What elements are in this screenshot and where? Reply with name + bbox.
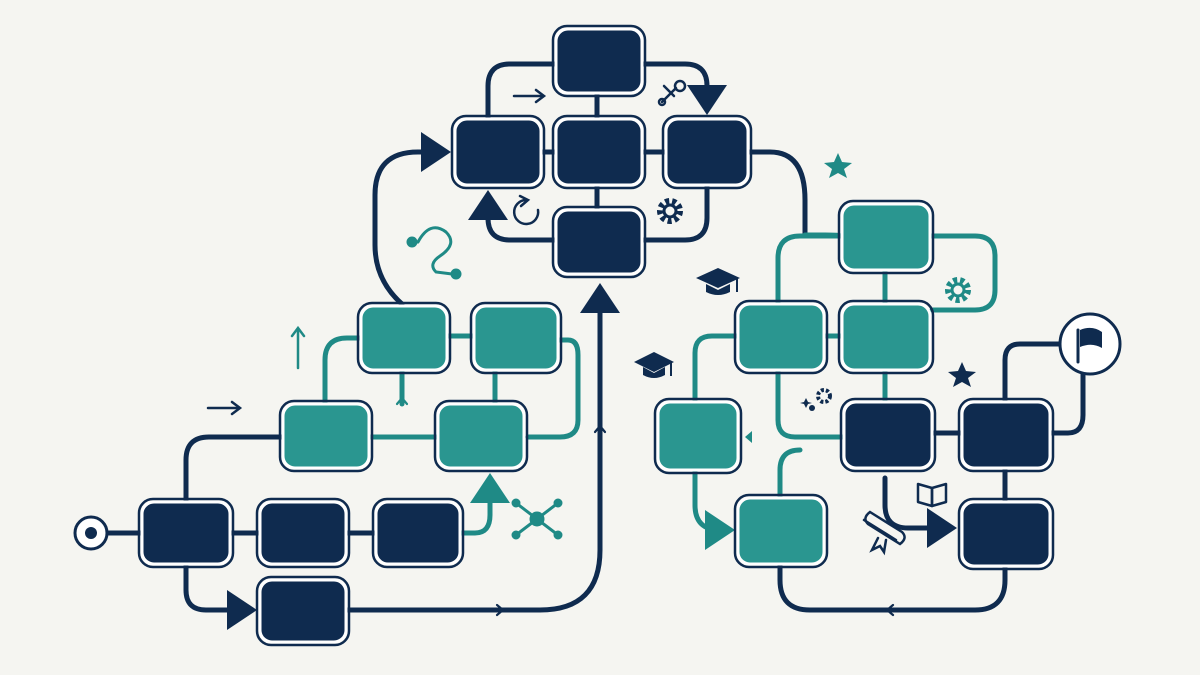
node-n18[interactable] [736,496,826,566]
teal-chevrons [745,431,752,443]
open-book-icon [916,482,948,508]
right-cluster [653,199,935,569]
node-n19[interactable] [842,400,934,470]
hub-cluster [450,24,753,279]
node-n13[interactable] [554,208,644,276]
arrow-right-icon [206,400,243,416]
node-n5[interactable] [281,402,371,470]
sparkle-gears-icon [800,388,832,411]
connector-n12-right [745,149,808,238]
network-hub-icon [511,498,563,540]
left-cluster [278,301,563,473]
node-n2[interactable] [258,500,348,566]
connector-cluster-n9 [372,132,451,307]
graduation-cap-icon [696,268,740,295]
diploma-scroll-icon [862,510,906,556]
star-icon [824,153,852,178]
connector-n17-n18 [692,467,735,550]
node-n14[interactable] [840,202,932,272]
graduation-cap-icon [634,352,674,378]
connector-n18-up [777,447,803,499]
connector-n20-flag [1047,357,1086,436]
connector-n14-right [927,233,998,313]
end-group [839,397,1055,571]
connector-n19-n21 [882,475,957,548]
node-n4[interactable] [258,578,348,644]
connector-n15-split [775,367,845,440]
navy-chevrons [495,424,895,617]
connector-n5-n7 [322,335,363,407]
connector-loop-bottom-left [468,190,559,243]
navy-connectors [103,61,1086,630]
start-group [137,497,465,647]
node-n20[interactable] [960,400,1052,470]
connector-n21-bottom [777,517,1008,613]
node-n7[interactable] [359,304,449,372]
gear-icon [657,198,683,224]
arrow-up-icon [290,325,306,370]
arrow-right-icon [512,88,547,104]
node-n16[interactable] [840,302,932,372]
start-node-icon[interactable] [73,515,109,551]
finish-flag-icon[interactable] [1058,312,1122,376]
node-n10[interactable] [554,27,644,95]
connector-n14-left [775,233,843,305]
node-n12[interactable] [664,117,750,187]
connector-loop-top-left [485,61,559,121]
connector-loop-bottom-right [639,183,710,243]
node-n11[interactable] [554,117,644,187]
node-n17[interactable] [656,400,740,472]
connector-n3-n6 [457,473,510,536]
star-icon [948,362,976,387]
gear-icon [945,277,971,303]
connector-n1-n4 [183,562,257,630]
node-n3[interactable] [374,500,462,566]
node-n1[interactable] [140,500,232,566]
teal-chevrons-line [395,396,409,406]
connector-n4-hub [342,283,620,613]
node-n21[interactable] [960,500,1052,568]
node-n8[interactable] [472,304,560,372]
connector-n1-cluster [183,434,285,506]
node-n9[interactable] [453,117,543,187]
connector-flag-hook [1002,341,1066,403]
teal-connectors [322,232,998,550]
path-curve-icon [406,226,462,280]
node-n15[interactable] [736,302,826,372]
connector-loop-top-right [639,61,727,115]
node-n6[interactable] [436,402,526,470]
tools-icon [657,79,687,107]
connector-n15-n17 [692,333,741,403]
connector-n8-side [525,337,581,440]
refresh-icon [512,194,540,226]
